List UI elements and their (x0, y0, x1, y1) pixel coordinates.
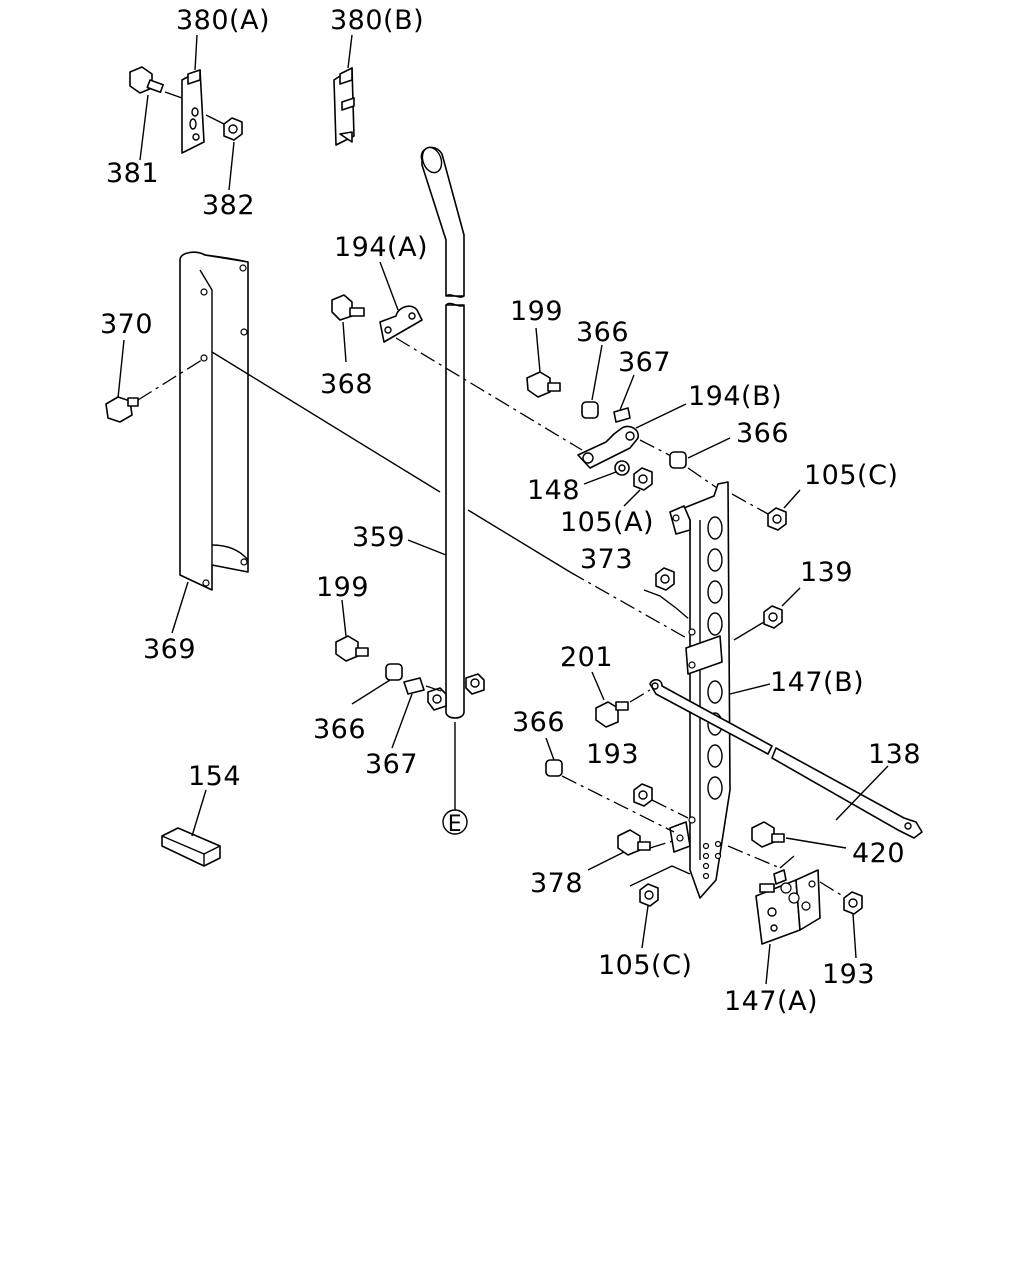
label-373: 373 (580, 544, 633, 575)
label-367-lower: 367 (365, 749, 418, 780)
label-199-lower: 199 (316, 572, 369, 603)
label-148: 148 (527, 475, 580, 506)
bracket-380b (333, 67, 355, 146)
bolt-199-lower (335, 635, 369, 662)
rod-138 (649, 678, 923, 839)
bolt-420 (751, 821, 785, 848)
label-105c-lower: 105(C) (598, 950, 692, 981)
nut-373 (655, 567, 675, 591)
connector-e: E (442, 809, 468, 837)
spacer-366-lower (385, 663, 403, 681)
label-380a: 380(A) (176, 5, 270, 36)
bolt-201 (595, 701, 629, 728)
shield-369 (179, 251, 249, 591)
nut-139 (763, 605, 783, 629)
spacer-366-upper (581, 401, 599, 419)
clamp-194b (577, 425, 639, 469)
label-366-lower: 366 (313, 714, 366, 745)
bolt-381 (129, 66, 164, 94)
label-370: 370 (100, 309, 153, 340)
label-194a: 194(A) (334, 232, 428, 263)
washer-148 (614, 460, 630, 476)
label-378: 378 (530, 868, 583, 899)
connector-e-label: E (448, 812, 462, 837)
label-368: 368 (320, 369, 373, 400)
label-147a: 147(A) (724, 986, 818, 1017)
label-105c-upper: 105(C) (804, 460, 898, 491)
spacer-366-middle (545, 759, 563, 777)
pipe-lug (427, 673, 485, 711)
label-420: 420 (852, 838, 905, 869)
label-199-upper: 199 (510, 296, 563, 327)
frame-147b (669, 481, 731, 899)
sleeve-367-lower (403, 677, 425, 695)
bolt-378 (617, 829, 651, 856)
label-201: 201 (560, 642, 613, 673)
label-359: 359 (352, 522, 405, 553)
bolt-368 (331, 294, 365, 321)
nut-193-upper (633, 783, 653, 807)
clamp-194a (379, 305, 423, 343)
label-369: 369 (143, 634, 196, 665)
nut-105a (633, 467, 653, 491)
label-139: 139 (800, 557, 853, 588)
label-382: 382 (202, 190, 255, 221)
label-193-lower: 193 (822, 959, 875, 990)
label-105a: 105(A) (560, 507, 654, 538)
pad-154 (161, 827, 221, 867)
label-367-upper: 367 (618, 347, 671, 378)
nut-193-lower (843, 891, 863, 915)
bolt-199-upper (526, 371, 561, 398)
label-138: 138 (868, 739, 921, 770)
spacer-366-right (669, 451, 687, 469)
label-154: 154 (188, 761, 241, 792)
label-380b: 380(B) (330, 5, 424, 36)
label-366-upper: 366 (576, 317, 629, 348)
bracket-147a (755, 869, 821, 945)
label-366-middle: 366 (512, 707, 565, 738)
label-193-upper: 193 (586, 739, 639, 770)
nut-105c-upper (767, 507, 787, 531)
label-366-right: 366 (736, 418, 789, 449)
bracket-380a (181, 69, 205, 154)
sleeve-367-upper (613, 407, 631, 423)
label-381: 381 (106, 158, 159, 189)
pipe-359 (420, 146, 485, 719)
label-194b: 194(B) (688, 381, 782, 412)
nut-382 (223, 117, 243, 141)
bolt-370 (105, 396, 139, 423)
label-147b: 147(B) (770, 667, 864, 698)
nut-105c-lower (639, 883, 659, 907)
